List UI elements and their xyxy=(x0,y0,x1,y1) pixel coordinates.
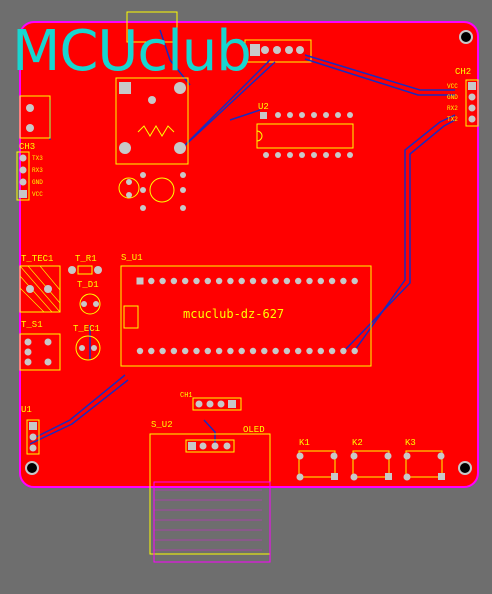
mcu-pin-pad xyxy=(159,277,166,285)
s-u1-mcu xyxy=(120,265,372,367)
ch2-pin-1: VCC xyxy=(447,83,458,90)
mcu-pin-pad xyxy=(159,347,166,355)
ref-t-r1: T_R1 xyxy=(75,254,97,264)
mcu-pin-pad xyxy=(340,347,347,355)
ref-k1: K1 xyxy=(299,438,310,448)
mcu-pin-pad xyxy=(295,277,302,285)
mcu-pin-pad xyxy=(283,277,291,285)
ref-ch3: CH3 xyxy=(19,142,36,152)
u2-chip xyxy=(256,112,354,158)
oled-module xyxy=(149,433,271,563)
ref-s-u2: S_U2 xyxy=(151,420,173,430)
mcu-pin-pad xyxy=(261,277,268,285)
ch3-header xyxy=(16,151,30,201)
ref-t-s1: T_S1 xyxy=(21,320,43,330)
header-j1 xyxy=(244,39,312,63)
t-tec1-module xyxy=(19,265,61,313)
ref-t-d1: T_D1 xyxy=(77,280,99,290)
ch3-pin-3: GND xyxy=(32,179,43,186)
mcu-pin-pad xyxy=(193,347,200,355)
ref-ch1: CH1 xyxy=(180,392,193,400)
ch2-pin-2: GND xyxy=(447,94,458,101)
mcu-pin-pad xyxy=(204,347,211,355)
ref-oled: OLED xyxy=(243,425,265,435)
top-connector-outline xyxy=(126,11,178,43)
ref-u2: U2 xyxy=(258,102,269,112)
mcu-pin-pad xyxy=(204,277,211,285)
ref-ch2: CH2 xyxy=(455,67,472,77)
mcu-pin-pad xyxy=(215,347,223,355)
ch3-pin-2: RX3 xyxy=(32,167,43,174)
mcu-pin-pad xyxy=(148,277,155,285)
mcu-pin-pad xyxy=(317,347,324,355)
mcu-pin-pad xyxy=(351,277,358,285)
ref-t-ec1: T_EC1 xyxy=(73,324,101,334)
board-outline xyxy=(19,21,479,488)
mcu-pin-pad xyxy=(340,277,347,285)
mcu-pin-pad xyxy=(193,277,200,285)
mcu-pin-pad xyxy=(215,277,223,285)
mcu-pin-pad xyxy=(227,277,234,285)
ref-t-tec1: T_TEC1 xyxy=(21,254,54,264)
mcu-pin-pad xyxy=(136,347,144,355)
key-k2 xyxy=(350,450,392,481)
mcu-pin-pad xyxy=(272,347,279,355)
ch2-header xyxy=(465,79,479,127)
left-connector xyxy=(19,95,51,139)
mcu-pin-pad xyxy=(238,277,245,285)
small-components xyxy=(118,172,186,211)
ref-u1: U1 xyxy=(21,405,32,415)
brand-logo-text: MCUclub xyxy=(12,19,252,84)
mcu-pin-pad xyxy=(295,347,302,355)
mcu-chip-label: mcuclub-dz-627 xyxy=(183,307,285,321)
t-s1-switch xyxy=(19,333,61,371)
mcu-pin-pad xyxy=(283,347,291,355)
mcu-pin-pad xyxy=(249,277,257,285)
mcu-pin-pad xyxy=(227,347,234,355)
mcu-pins xyxy=(136,277,358,355)
ref-k3: K3 xyxy=(405,438,416,448)
u1-regulator xyxy=(26,419,40,455)
mcu-pin-pad xyxy=(136,277,144,285)
mcu-pin-pad xyxy=(249,347,257,355)
mcu-pin-pad xyxy=(261,347,268,355)
ch3-pin-4: VCC xyxy=(32,191,43,198)
key-k3 xyxy=(403,450,445,481)
relay-block xyxy=(115,77,189,165)
ch3-pin-1: TX3 xyxy=(32,155,43,162)
mcu-pin-pad xyxy=(317,277,324,285)
mcu-pin-pad xyxy=(148,347,155,355)
ch2-pin-4: TX2 xyxy=(447,116,458,123)
t-d1-led xyxy=(79,293,101,315)
ref-s-u1: S_U1 xyxy=(121,253,143,263)
key-k1 xyxy=(296,450,338,481)
mcu-pin-pad xyxy=(306,347,313,355)
mcu-pin-pad xyxy=(182,347,189,355)
mcu-pin-pad xyxy=(351,347,358,355)
ch1-header xyxy=(192,397,242,411)
mcu-pin-pad xyxy=(170,277,178,285)
ref-k2: K2 xyxy=(352,438,363,448)
mounting-holes xyxy=(25,30,473,475)
mcu-pin-pad xyxy=(182,277,189,285)
mcu-pin-pad xyxy=(306,277,313,285)
mcu-pin-pad xyxy=(170,347,178,355)
mcu-pin-pad xyxy=(328,277,336,285)
mcu-pin-pad xyxy=(272,277,279,285)
mcu-pin-pad xyxy=(328,347,336,355)
ch2-pin-3: RX2 xyxy=(447,105,458,112)
mcu-pin-pad xyxy=(238,347,245,355)
t-r1-resistor xyxy=(68,265,102,275)
t-ec1-capacitor xyxy=(75,335,101,361)
